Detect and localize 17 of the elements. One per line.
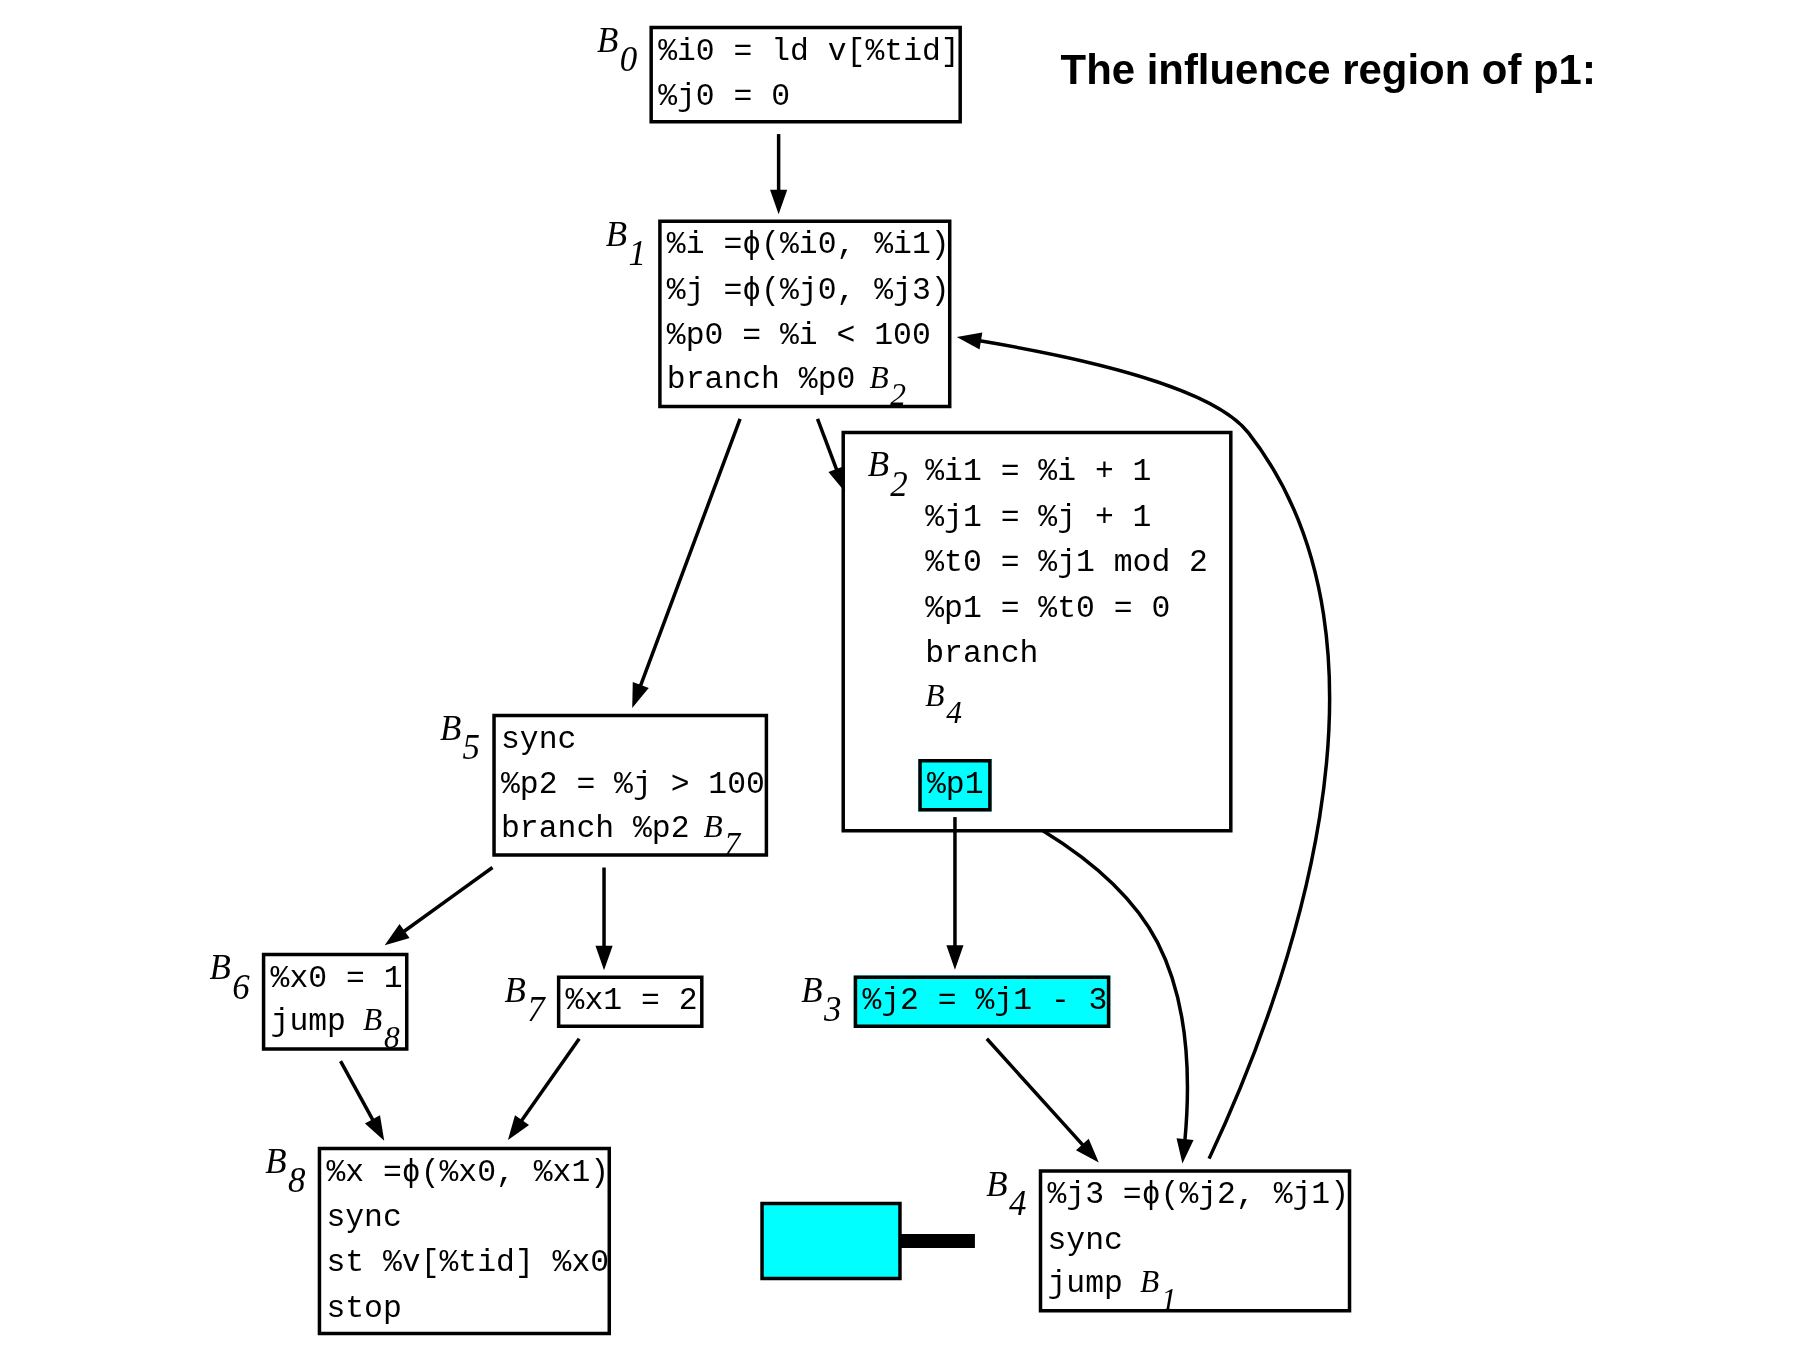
arrow bbox=[1042, 829, 1194, 1164]
arrow bbox=[339, 1060, 385, 1141]
arrow bbox=[956, 332, 1332, 1160]
node-box: %x1 = 2 bbox=[556, 975, 704, 1028]
arrow bbox=[384, 866, 494, 946]
arrow bbox=[770, 134, 788, 215]
arrow bbox=[815, 418, 846, 492]
node-box: %i0 = ld v[%tid] %j0 = 0 bbox=[649, 25, 962, 124]
label: The influence region of p1: bbox=[1060, 45, 1596, 93]
connector bbox=[900, 1233, 975, 1248]
arrow bbox=[632, 418, 742, 708]
arrow bbox=[595, 867, 613, 971]
node-box bbox=[760, 1201, 902, 1281]
arrow bbox=[985, 1037, 1099, 1163]
arrow bbox=[507, 1037, 581, 1141]
node-box: %x =ϕ(%x0, %x1) sync st %v[%tid] %x0 stop bbox=[317, 1146, 611, 1336]
arrow bbox=[946, 817, 964, 970]
